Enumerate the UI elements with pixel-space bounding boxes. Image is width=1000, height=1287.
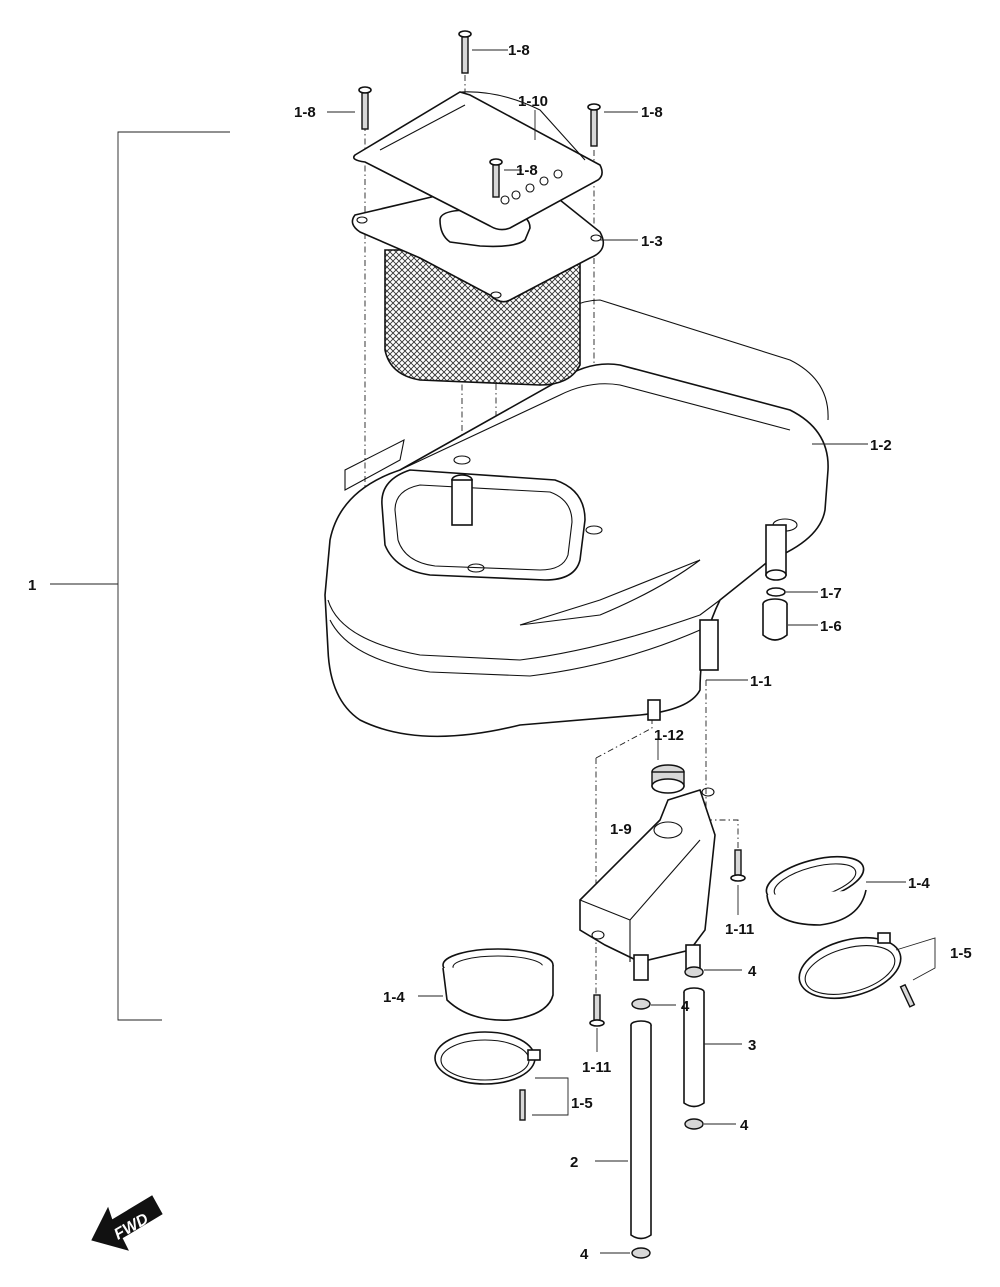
clip-4-d	[631, 1247, 651, 1259]
o-ring	[766, 587, 786, 597]
label-1-2: 1-2	[870, 437, 892, 454]
screw-1-8-right	[587, 103, 601, 147]
label-4-a: 4	[748, 963, 757, 980]
part-labels: 1 1-8 1-8 1-8 1-10 1-8 1-3 1-2 1-7 1-6 1…	[28, 42, 972, 1263]
tube-2	[630, 1020, 652, 1240]
label-1-4-right: 1-4	[908, 875, 930, 892]
label-1-10: 1-10	[518, 93, 548, 110]
label-1-4-left: 1-4	[383, 989, 405, 1006]
intake-cover	[352, 91, 603, 231]
label-1-8-right: 1-8	[641, 104, 663, 121]
grommet	[651, 764, 685, 794]
band-right	[798, 932, 916, 1008]
tube-3	[683, 987, 705, 1108]
label-1-8-top: 1-8	[508, 42, 530, 59]
label-1-6: 1-6	[820, 618, 842, 635]
label-3: 3	[748, 1037, 756, 1054]
breather-duct	[579, 787, 716, 981]
filter-element	[351, 194, 605, 386]
clip-4-c	[684, 1118, 704, 1130]
filter-opening	[381, 455, 603, 581]
leader-lines	[327, 49, 936, 1254]
forward-direction-arrow: FWD	[91, 1195, 163, 1251]
label-1-11-left: 1-11	[582, 1059, 611, 1076]
label-4-c: 4	[740, 1117, 749, 1134]
label-1-8-center: 1-8	[516, 162, 538, 179]
clip-4-b	[631, 998, 651, 1010]
drain-cap	[762, 598, 788, 641]
label-1-1: 1-1	[750, 673, 772, 690]
joint-right	[765, 855, 867, 926]
screw-1-11-right	[730, 849, 746, 882]
label-1-5-left: 1-5	[571, 1095, 593, 1112]
label-4-d: 4	[580, 1246, 589, 1263]
label-1-7: 1-7	[820, 585, 842, 602]
label-2: 2	[570, 1154, 578, 1171]
label-1-12: 1-12	[654, 727, 684, 744]
assembly-bracket	[50, 131, 230, 1021]
label-4-b: 4	[681, 998, 690, 1015]
label-1-8-left: 1-8	[294, 104, 316, 121]
screw-1-11-left	[589, 994, 605, 1027]
label-1-5-right: 1-5	[950, 945, 972, 962]
joint-left	[442, 948, 554, 1021]
label-assembly-1: 1	[28, 577, 36, 594]
label-1-3: 1-3	[641, 233, 663, 250]
label-1-11-right: 1-11	[725, 921, 754, 938]
screw-1-8-center	[489, 158, 503, 198]
screw-1-8-top	[458, 30, 472, 74]
band-left	[434, 1031, 541, 1121]
clip-4-a	[684, 966, 704, 978]
screw-1-8-left	[358, 86, 372, 130]
label-1-9: 1-9	[610, 821, 632, 838]
